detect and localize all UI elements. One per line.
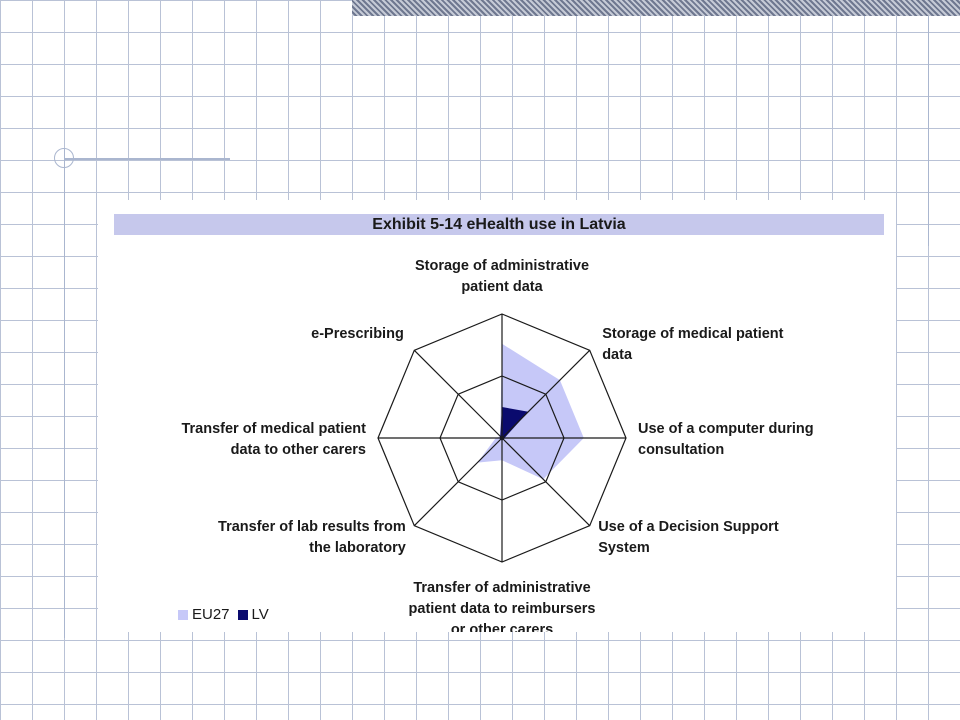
chart-panel: Exhibit 5-14 eHealth use in Latvia Stora…: [98, 200, 896, 632]
axis-label-2-line-1: consultation: [638, 442, 724, 458]
axis-spoke-3: [501, 437, 591, 527]
legend-swatch-lv: [237, 609, 248, 620]
decorative-vertical-line: [64, 148, 65, 638]
legend-label-lv: LV: [251, 606, 269, 623]
axis-label-4-line-2: or other carers: [451, 622, 553, 632]
axis-label-3-line-0: Use of a Decision Support: [598, 519, 779, 535]
axis-label-5-line-0: Transfer of lab results from: [218, 519, 406, 535]
axis-label-3-line-1: System: [598, 540, 650, 556]
chart-title: Exhibit 5-14 eHealth use in Latvia: [114, 214, 884, 235]
axis-spoke-5: [413, 437, 503, 527]
legend-item-eu27: EU27: [178, 606, 230, 623]
chart-legend: EU27 LV: [178, 606, 277, 623]
axis-label-2: Use of a computer during consultation: [638, 421, 814, 458]
axis-label-0: Storage of administrative patient data: [415, 258, 589, 295]
axis-label-0-line-0: Storage of administrative: [415, 258, 589, 274]
series-area-lv: [499, 407, 529, 441]
axis-label-1-line-1: data: [602, 347, 633, 363]
axis-label-0-line-1: patient data: [461, 279, 543, 295]
axis-label-5-line-1: the laboratory: [309, 540, 406, 556]
series-area-eu27: [477, 343, 584, 480]
axis-label-6: Transfer of medical patient data to other…: [181, 421, 366, 458]
axis-label-7: e-Prescribing: [311, 326, 404, 342]
axis-spoke-7: [413, 349, 503, 439]
legend-label-eu27: EU27: [192, 606, 230, 623]
axis-label-6-line-1: data to other carers: [231, 442, 366, 458]
axis-spoke-1: [501, 349, 591, 439]
axis-label-2-line-0: Use of a computer during: [638, 421, 814, 437]
legend-swatch-eu27: [178, 609, 188, 620]
top-decorative-band: [352, 0, 960, 16]
decorative-horizontal-line: [64, 158, 230, 160]
axis-label-1-line-0: Storage of medical patient: [602, 326, 783, 342]
legend-item-lv: LV: [237, 606, 269, 623]
axis-label-5: Transfer of lab results from the laborato…: [218, 519, 406, 556]
axis-label-6-line-0: Transfer of medical patient: [181, 421, 366, 437]
axis-label-4: Transfer of administrative patient data t…: [409, 580, 596, 632]
axis-label-1: Storage of medical patient data: [602, 326, 783, 363]
axis-label-7-line-0: e-Prescribing: [311, 326, 404, 342]
axis-label-4-line-1: patient data to reimbursers: [409, 601, 596, 617]
axis-label-4-line-0: Transfer of administrative: [413, 580, 590, 596]
decorative-right-line: [928, 16, 929, 246]
